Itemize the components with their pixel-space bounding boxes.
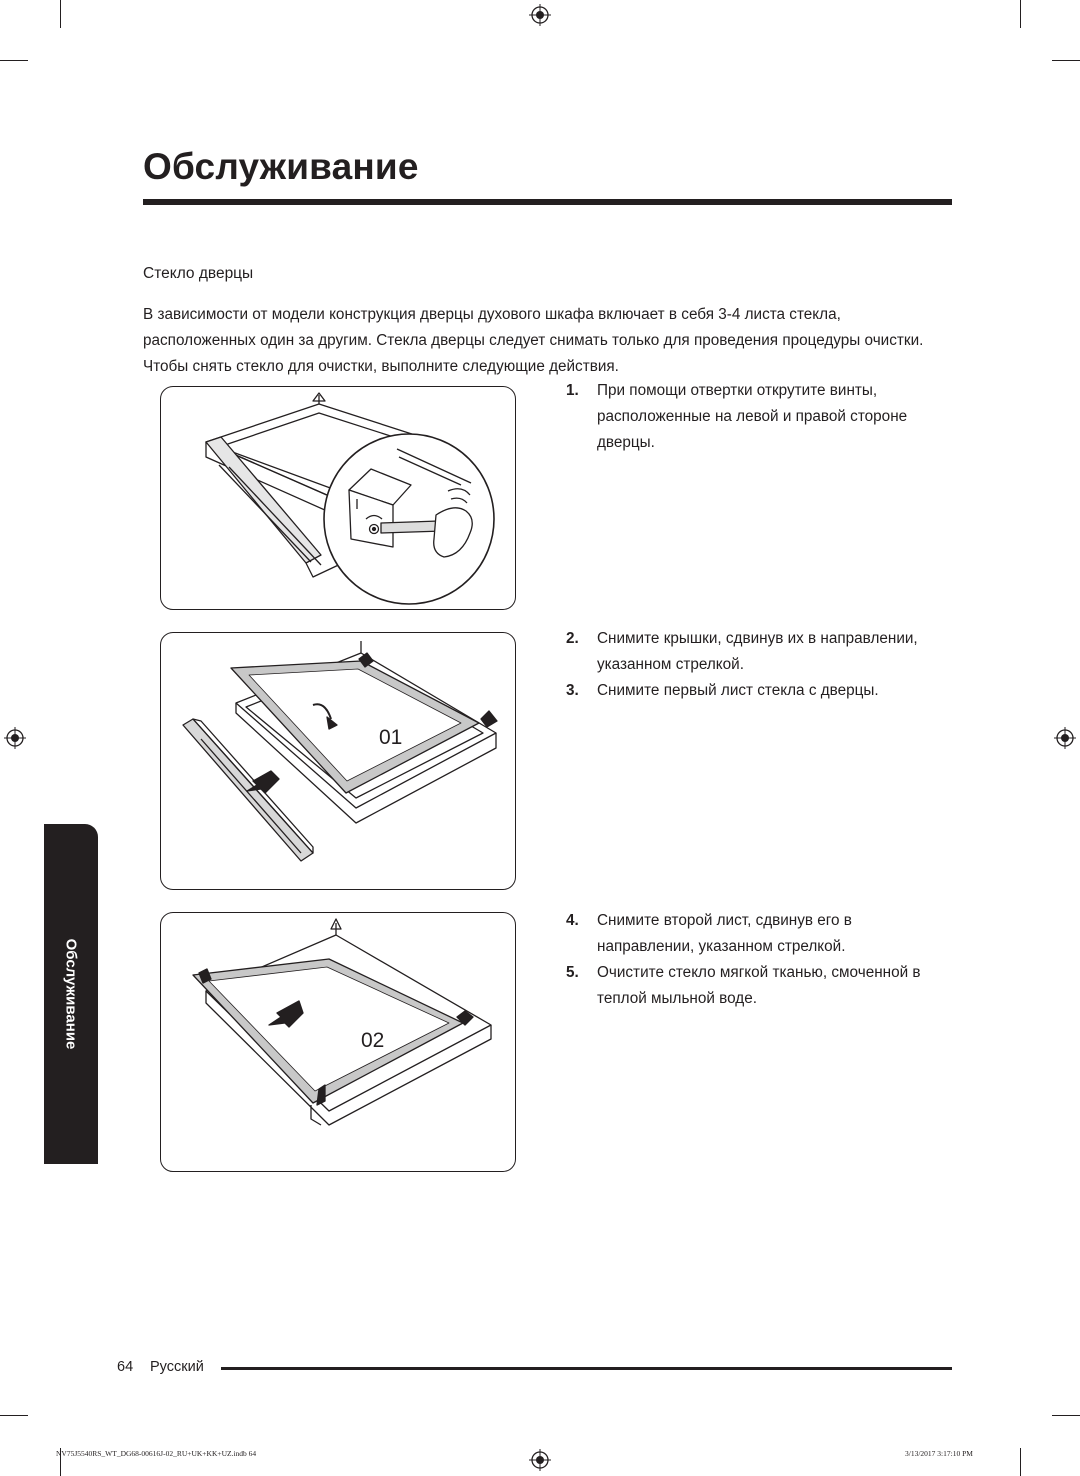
figure-second-glass: 02 xyxy=(160,912,516,1172)
crop-mark xyxy=(0,60,28,61)
step-line: Очистите стекло мягкой тканью, смоченной… xyxy=(597,964,921,981)
step-line: Снимите второй лист, сдвинув его в xyxy=(597,912,852,929)
step-line: указанном стрелкой. xyxy=(597,656,744,673)
registration-mark-icon xyxy=(4,727,26,749)
door-screw-illustration xyxy=(205,392,495,605)
step-line: Снимите крышки, сдвинув их в направлении… xyxy=(597,630,918,647)
step-line: При помощи отвертки открутите винты, xyxy=(597,382,878,399)
crop-mark xyxy=(0,1415,28,1416)
section-subheading: Стекло дверцы xyxy=(143,265,254,282)
registration-mark-icon xyxy=(1054,727,1076,749)
footer-language: Русский xyxy=(150,1359,204,1375)
crop-mark xyxy=(1052,60,1080,61)
print-slug-date: 3/13/2017 3:17:10 PM xyxy=(905,1449,973,1458)
step-item: 4. Снимите второй лист, сдвинув его в на… xyxy=(566,908,966,960)
intro-line: Чтобы снять стекло для очистки, выполнит… xyxy=(143,358,619,375)
step-item: 3. Снимите первый лист стекла с дверцы. xyxy=(566,678,966,704)
step-line: теплой мыльной воде. xyxy=(597,990,757,1007)
print-slug-file: NV75J5540RS_WT_DG68-00616J-02_RU+UK+KK+U… xyxy=(56,1449,257,1458)
step-line: дверцы. xyxy=(597,434,655,451)
figure-unscrew xyxy=(160,386,516,610)
section-side-tab: Обслуживание xyxy=(44,824,98,1164)
second-glass-illustration: 02 xyxy=(192,918,492,1126)
step-number: 3. xyxy=(566,682,579,699)
crop-mark xyxy=(60,0,61,28)
step-number: 5. xyxy=(566,964,579,981)
figure-label: 02 xyxy=(361,1029,384,1052)
steps-group-2: 2. Снимите крышки, сдвинув их в направле… xyxy=(566,626,966,704)
intro-paragraph: В зависимости от модели конструкция двер… xyxy=(143,302,955,380)
registration-mark-icon xyxy=(529,1449,551,1471)
registration-mark-icon xyxy=(529,4,551,26)
step-number: 4. xyxy=(566,912,579,929)
step-item: 5. Очистите стекло мягкой тканью, смочен… xyxy=(566,960,966,1012)
step-line: направлении, указанном стрелкой. xyxy=(597,938,846,955)
door-cover-illustration: 01 xyxy=(182,641,498,862)
intro-line: В зависимости от модели конструкция двер… xyxy=(143,306,841,323)
figure-first-glass: 01 xyxy=(160,632,516,890)
figure-label: 01 xyxy=(379,726,402,749)
crop-mark xyxy=(1020,0,1021,28)
steps-group-1: 1. При помощи отвертки открутите винты, … xyxy=(566,378,966,456)
step-line: Снимите первый лист стекла с дверцы. xyxy=(597,682,879,699)
page-number: 64 xyxy=(117,1359,134,1375)
page-title: Обслуживание xyxy=(143,146,419,187)
step-item: 2. Снимите крышки, сдвинув их в направле… xyxy=(566,626,966,678)
step-line: расположенные на левой и правой стороне xyxy=(597,408,908,425)
steps-group-3: 4. Снимите второй лист, сдвинув его в на… xyxy=(566,908,966,1012)
title-rule xyxy=(143,199,952,205)
intro-line: расположенных один за другим. Стекла две… xyxy=(143,332,924,349)
crop-mark xyxy=(1052,1415,1080,1416)
step-item: 1. При помощи отвертки открутите винты, … xyxy=(566,378,966,456)
crop-mark xyxy=(1020,1448,1021,1476)
step-number: 2. xyxy=(566,630,579,647)
crop-mark xyxy=(60,1448,61,1476)
step-number: 1. xyxy=(566,382,579,399)
footer-rule xyxy=(221,1367,952,1370)
side-tab-label: Обслуживание xyxy=(62,938,80,1050)
